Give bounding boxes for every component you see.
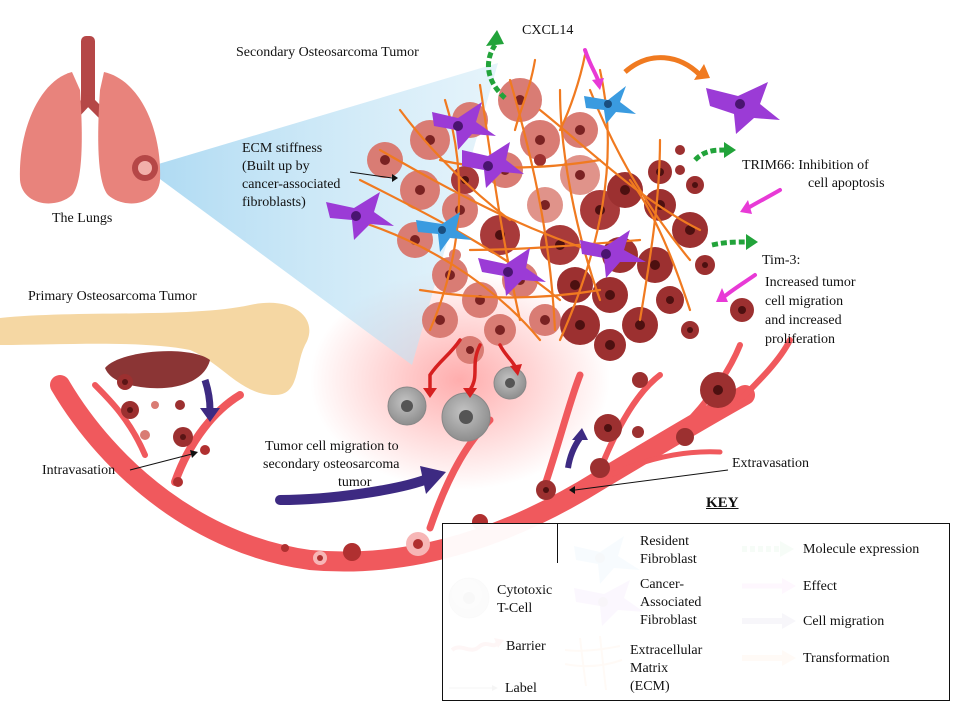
key-caf-label-3: Fibroblast xyxy=(640,613,697,628)
tim3-label-2: Increased tumor xyxy=(765,275,856,290)
key-ecm-label-1: Extracellular xyxy=(630,643,703,658)
intravasation-label: Intravasation xyxy=(42,463,116,478)
key-resident-label-2: Fibroblast xyxy=(640,552,697,567)
label-lines xyxy=(129,171,729,491)
lungs-illustration xyxy=(19,36,161,204)
zoom-cone xyxy=(145,63,498,365)
cancer-associated-fibroblasts xyxy=(326,82,780,296)
tim3-label-1: Tim-3: xyxy=(762,253,801,268)
intravasation-arrow xyxy=(201,378,214,411)
molecule-expression-arrowheads xyxy=(486,30,758,250)
barrier-arrowheads xyxy=(423,364,522,398)
key-tcell-label-1: Cytotoxic xyxy=(497,583,553,598)
migration-arrowhead-main xyxy=(420,466,446,494)
intravasation-arrowhead xyxy=(200,408,220,422)
migration-label-1: Tumor cell migration to xyxy=(265,439,399,454)
migration-arrow-main xyxy=(275,473,435,505)
key-barrier-label: Barrier xyxy=(506,639,546,654)
key-tcell-label-2: T-Cell xyxy=(497,601,533,616)
key-ecm-label-2: Matrix xyxy=(630,661,669,676)
tim3-label-4: and increased xyxy=(765,313,842,328)
secondary-tumor-label: Secondary Osteosarcoma Tumor xyxy=(236,45,419,60)
transformation-arrowhead xyxy=(694,64,710,80)
key-cell-migration-label: Cell migration xyxy=(803,614,885,629)
key-title: KEY xyxy=(706,495,739,511)
transformation-arrow xyxy=(623,55,702,77)
lungs-label: The Lungs xyxy=(52,211,113,226)
key-ecm-label-3: (ECM) xyxy=(630,679,670,694)
ecm-stiffness-label-2: (Built up by xyxy=(242,159,310,174)
migration-label-2: secondary osteosarcoma xyxy=(263,457,400,472)
trim66-label-1: TRIM66: Inhibition of xyxy=(742,158,869,173)
vessel-cells xyxy=(173,445,488,565)
bone xyxy=(0,302,310,395)
extravasation-arrowhead xyxy=(572,428,588,440)
ecm-stiffness-label-3: cancer-associated xyxy=(242,177,341,192)
effect-arrowheads xyxy=(592,78,752,302)
resident-fibroblasts xyxy=(416,86,636,252)
key-resident-label-1: Resident xyxy=(640,534,689,549)
key-caf-label-1: Cancer- xyxy=(640,577,685,592)
key-molecule-expression-label: Molecule expression xyxy=(803,542,920,557)
cxcl14-label: CXCL14 xyxy=(522,23,574,38)
key-label-label: Label xyxy=(505,681,537,696)
key-effect-label: Effect xyxy=(803,579,837,594)
key-transformation-label: Transformation xyxy=(803,651,890,666)
key-divider xyxy=(557,523,558,563)
key-box xyxy=(442,523,950,701)
tim3-label-3: cell migration xyxy=(765,294,844,309)
key-caf-label-2: Associated xyxy=(640,595,702,610)
extravasation-label: Extravasation xyxy=(732,456,809,471)
trim66-label-2: cell apoptosis xyxy=(808,176,885,191)
effect-arrows xyxy=(583,48,782,298)
tim3-label-5: proliferation xyxy=(765,332,835,347)
ecm-stiffness-label-1: ECM stiffness xyxy=(242,141,323,156)
label-line-heads xyxy=(190,174,575,494)
molecule-expression-arrows xyxy=(485,43,749,248)
ecm-stiffness-label-4: fibroblasts) xyxy=(242,195,306,210)
detaching-tumor-cells xyxy=(117,374,193,447)
primary-tumor-label: Primary Osteosarcoma Tumor xyxy=(28,289,197,304)
migration-label-3: tumor xyxy=(338,475,372,490)
